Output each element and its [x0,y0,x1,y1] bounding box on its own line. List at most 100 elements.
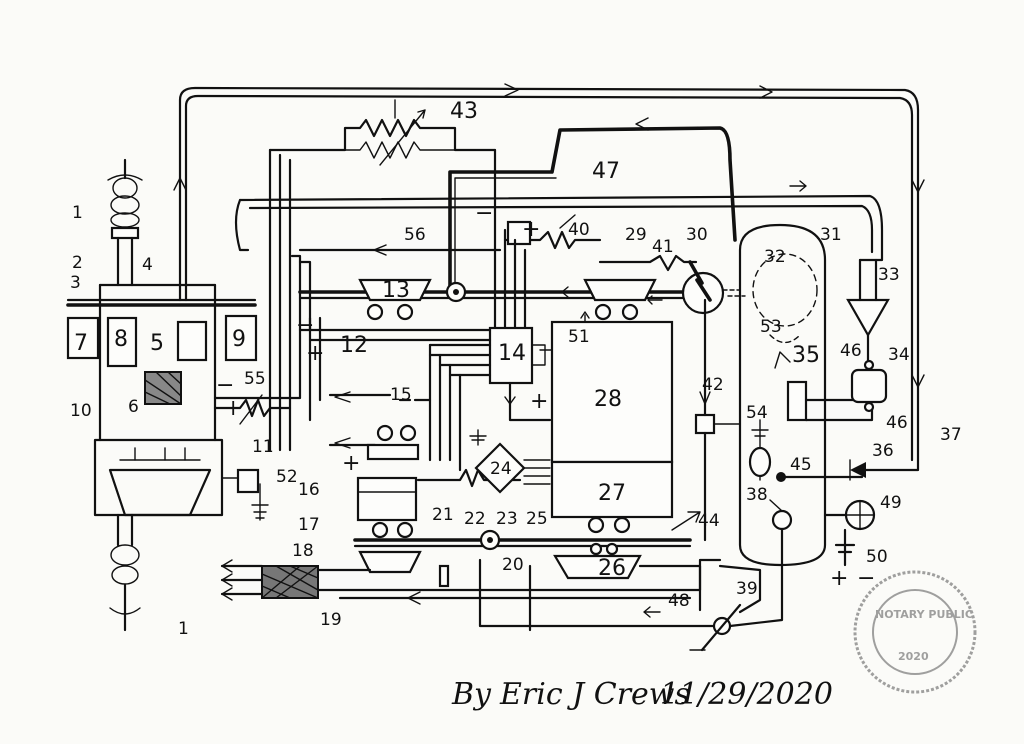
svg-text:−: − [216,373,234,398]
label-48: 48 [668,591,690,611]
label-17: 17 [298,515,320,535]
label-1: 1 [72,203,83,223]
stamp-text: NOTARY PUBLIC [875,608,973,621]
label-44: 44 [698,511,720,531]
label-54: 54 [746,403,768,423]
label-43: 43 [450,99,478,124]
svg-text:+: + [830,566,848,591]
valve-33-34 [846,258,890,413]
label-42: 42 [702,375,724,395]
gauge-49-battery-50 [823,499,876,567]
label-22: 22 [464,509,486,529]
reference-numerals: 1 1 2 3 4 5 6 7 8 9 10 11 12 13 14 15 16… [70,99,962,639]
label-21: 21 [432,505,454,525]
label-37: 37 [940,425,962,445]
label-53: 53 [760,317,782,337]
valve-39 [689,603,742,652]
label-35: 35 [792,343,820,368]
label-18: 18 [292,541,314,561]
signature-block: By Eric J Crews 11/29/2020 [451,677,833,712]
label-7: 7 [74,331,88,356]
block-28-27 [550,311,674,534]
main-duct-loop [234,180,884,262]
label-55: 55 [244,369,266,389]
label-15: 15 [390,385,412,405]
label-33: 33 [878,265,900,285]
label-52: 52 [276,467,298,487]
svg-text:+: + [342,451,360,476]
label-5: 5 [150,331,164,356]
svg-text:−: − [857,566,875,591]
label-9: 9 [232,327,246,352]
label-11: 11 [252,437,274,457]
label-16: 16 [298,480,320,500]
label-30: 30 [686,225,708,245]
label-40: 40 [568,220,590,240]
label-32: 32 [764,247,786,267]
label-6: 6 [128,397,139,417]
tank-31 [728,223,874,628]
svg-text:−: − [296,313,314,338]
label-26: 26 [598,556,626,581]
label-34: 34 [888,345,910,365]
resistor-40-41 [503,214,704,332]
label-13: 13 [382,278,410,303]
label-24: 24 [490,459,512,479]
cable-47 [448,117,737,292]
resistor-43 [268,99,497,452]
label-56: 56 [404,225,426,245]
svg-text:+: + [224,396,242,421]
switch-42 [694,298,741,542]
label-51: 51 [568,327,590,347]
label-46a: 46 [840,341,862,361]
label-39: 39 [736,579,758,599]
label-47: 47 [592,159,620,184]
label-19: 19 [320,610,342,630]
label-36: 36 [872,441,894,461]
label-3: 3 [70,273,81,293]
label-2: 2 [72,253,83,273]
diode-24 [469,429,551,494]
left-engine-assembly [66,158,269,632]
label-23: 23 [496,509,518,529]
label-12: 12 [340,333,368,358]
notary-stamp: NOTARY PUBLIC 2020 [853,570,977,694]
label-29: 29 [625,225,647,245]
label-27: 27 [598,481,626,506]
label-4: 4 [142,255,153,275]
label-8: 8 [114,327,128,352]
label-10: 10 [70,401,92,421]
label-45: 45 [790,455,812,475]
label-49: 49 [880,493,902,513]
svg-text:+: + [530,389,548,414]
check-valve-36 [849,459,866,481]
label-38: 38 [746,485,768,505]
label-31: 31 [820,225,842,245]
signature-date: 11/29/2020 [660,677,833,712]
pipe-48-44 [671,511,762,614]
outer-return-loop [173,83,925,472]
signature-name: Eric J Crews [499,677,690,712]
stamp-year: 2020 [898,650,929,663]
upper-shaft [298,271,746,321]
signature-by: By [451,677,492,712]
svg-text:−: − [475,201,493,226]
exchanger-19 [220,558,732,632]
label-50: 50 [866,547,888,567]
controller-14 [290,244,557,472]
label-14: 14 [498,341,526,366]
polarity-marks: − + − + + − + + + − [216,201,875,591]
label-46b: 46 [886,413,908,433]
label-28: 28 [594,387,622,412]
label-1b: 1 [178,619,189,639]
unit-15-16-17 [356,398,522,539]
label-41: 41 [652,237,674,257]
svg-text:+: + [522,217,540,242]
label-25: 25 [526,509,548,529]
label-20: 20 [502,555,524,575]
lower-shaft [353,529,692,588]
svg-text:+: + [306,341,324,366]
resistor-11 [213,328,302,425]
